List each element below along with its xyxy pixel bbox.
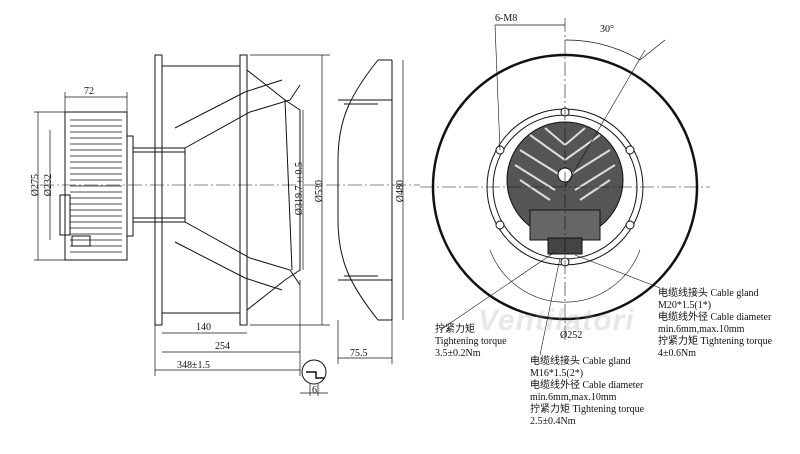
torque1-val: 4±0.6Nm bbox=[658, 348, 696, 359]
dim-140: 140 bbox=[196, 322, 211, 333]
torque2-en: Tightening torque bbox=[572, 404, 645, 415]
side-view bbox=[34, 54, 420, 396]
front-view bbox=[420, 18, 710, 356]
gland2-cn: 电缆线接头 bbox=[530, 356, 580, 367]
side-dimensions bbox=[34, 54, 404, 376]
detail-circle bbox=[301, 359, 327, 385]
dia1-en: Cable diameter bbox=[710, 312, 772, 323]
gland1-cn-en: 电缆线接头 Cable gland bbox=[658, 288, 759, 299]
cable-gland bbox=[71, 235, 91, 247]
dim-6: 6 bbox=[312, 385, 317, 396]
dim-275: Ø275 bbox=[30, 174, 41, 197]
gland2-cn-en: 电缆线接头 Cable gland bbox=[530, 356, 631, 367]
dim-319: Ø319.7±0.5 bbox=[294, 162, 305, 216]
dim-232: Ø232 bbox=[43, 174, 54, 197]
torque-left-val: 3.5±0.2Nm bbox=[435, 348, 481, 359]
dim-75-5: 75.5 bbox=[350, 348, 368, 359]
dia2-cn-en: 电缆线外径 Cable diameter bbox=[530, 380, 643, 391]
torque2-cn-en: 拧紧力矩 Tightening torque bbox=[530, 404, 644, 415]
cable-gland-box bbox=[59, 194, 71, 236]
torque-left-cn: 拧紧力矩 bbox=[435, 324, 475, 335]
gland1-cn: 电缆线接头 bbox=[658, 288, 708, 299]
torque1-cn: 拧紧力矩 bbox=[658, 336, 698, 347]
back-plate bbox=[154, 54, 163, 326]
torque2-cn: 拧紧力矩 bbox=[530, 404, 570, 415]
gland1-en: Cable gland bbox=[710, 288, 759, 299]
mount-hole bbox=[625, 220, 635, 230]
dim-530: Ø530 bbox=[314, 180, 325, 203]
mount-hole bbox=[495, 220, 505, 230]
holes-label: 6-M8 bbox=[495, 13, 518, 24]
dim-252: Ø252 bbox=[560, 330, 583, 341]
front-ring bbox=[239, 54, 248, 326]
gland2-val: M16*1.5(2*) bbox=[530, 368, 584, 379]
dim-348: 348±1.5 bbox=[177, 360, 210, 371]
torque1-en: Tightening torque bbox=[700, 336, 773, 347]
mount-hole bbox=[625, 145, 635, 155]
torque-left-en: Tightening torque bbox=[435, 336, 507, 347]
torque2-val: 2.5±0.4Nm bbox=[530, 416, 576, 427]
dia2-cn: 电缆线外径 bbox=[530, 380, 580, 391]
angle-label: 30° bbox=[600, 24, 614, 35]
motor-flange bbox=[126, 135, 134, 237]
dia2-en: Cable diameter bbox=[582, 380, 644, 391]
dim-254: 254 bbox=[215, 341, 230, 352]
dim-480: Ø480 bbox=[395, 180, 406, 203]
gland1-val: M20*1.5(1*) bbox=[658, 300, 712, 311]
dia1-cn: 电缆线外径 bbox=[658, 312, 708, 323]
dim-72: 72 bbox=[84, 86, 94, 97]
torque1-cn-en: 拧紧力矩 Tightening torque bbox=[658, 336, 772, 347]
dia2-val: min.6mm,max.10mm bbox=[530, 392, 617, 403]
dia1-val: min.6mm,max.10mm bbox=[658, 324, 745, 335]
dia1-cn-en: 电缆线外径 Cable diameter bbox=[658, 312, 771, 323]
gland2-en: Cable gland bbox=[582, 356, 631, 367]
watermark: Ventilatori bbox=[478, 304, 635, 337]
motor-fins bbox=[70, 119, 122, 253]
